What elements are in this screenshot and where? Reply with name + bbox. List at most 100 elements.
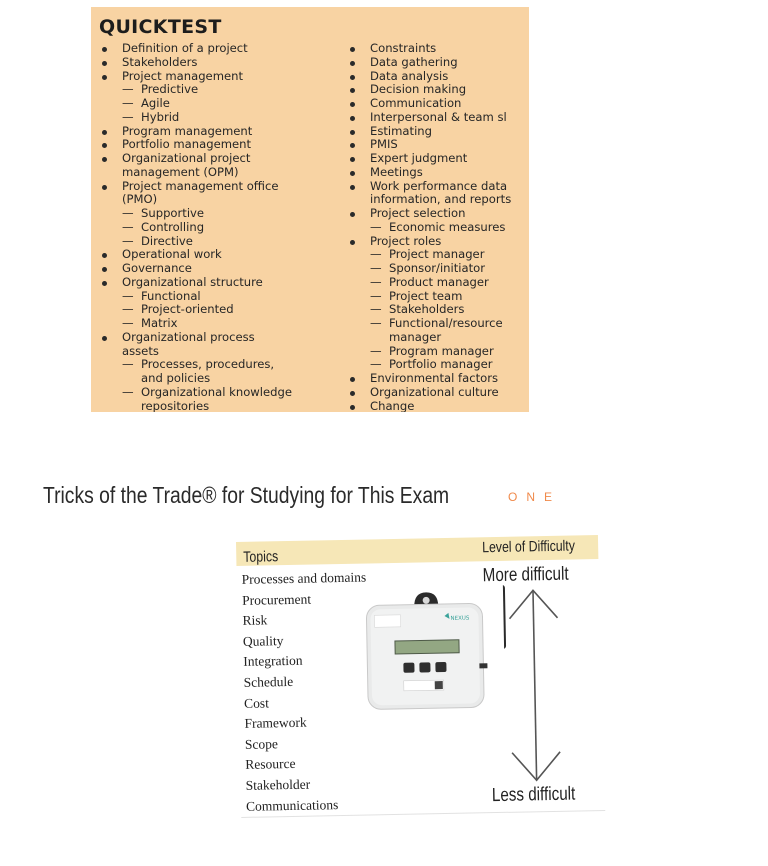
quicktest-item: —Economic measures xyxy=(347,219,529,235)
more-difficult-label: More difficult xyxy=(482,563,569,587)
device-logo: NEXUS xyxy=(444,612,470,622)
dash-marker: — xyxy=(122,316,134,330)
quicktest-item-text: Agile xyxy=(141,96,170,110)
quicktest-item: — Supportive xyxy=(99,206,339,221)
quicktest-item: Operational work xyxy=(99,247,339,262)
dash-marker: — xyxy=(370,247,382,262)
quicktest-item-text: Economic measures xyxy=(389,219,506,234)
dash-marker: — xyxy=(122,357,134,372)
quicktest-item-text: Constraints xyxy=(370,41,437,55)
dash-marker: — xyxy=(122,302,134,317)
quicktest-item-text: Processes, procedures, xyxy=(141,357,275,372)
quicktest-item-text: (PMO) xyxy=(122,192,158,207)
quicktest-item-text: Definition of a project xyxy=(122,41,248,55)
quicktest-item: Organizational process xyxy=(99,330,339,345)
topic-item: Quality xyxy=(242,632,284,649)
topic-item: Communications xyxy=(245,796,339,814)
quicktest-item-text: Hybrid xyxy=(141,109,180,124)
dash-marker: — xyxy=(122,82,134,97)
quicktest-item-text: Matrix xyxy=(141,316,178,330)
quicktest-item-text: Project selection xyxy=(370,206,466,220)
quicktest-item-text: Organizational project xyxy=(122,151,251,165)
quicktest-item: Project selection xyxy=(347,206,529,221)
quicktest-item: Project management office xyxy=(99,179,339,194)
quicktest-item-text: Supportive xyxy=(141,206,205,220)
topic-item: Stakeholder xyxy=(245,776,311,793)
svg-text:NEXUS: NEXUS xyxy=(450,616,469,622)
quicktest-item-text: Predictive xyxy=(141,82,199,97)
difficulty-arrow xyxy=(502,584,561,782)
quicktest-item-text: Project manager xyxy=(389,247,485,262)
topic-item: Schedule xyxy=(243,673,294,690)
quicktest-title: QUICKTEST xyxy=(99,16,222,38)
dash-marker: — xyxy=(370,261,382,275)
quicktest-item-text: assets xyxy=(122,343,159,358)
quicktest-item-text: repositories xyxy=(141,398,210,412)
quicktest-item-text: Estimating xyxy=(370,123,433,138)
quicktest-item-text: Meetings xyxy=(370,164,423,179)
quicktest-item: Organizational culture xyxy=(347,384,529,400)
quicktest-item-text: management (OPM) xyxy=(122,164,239,179)
chapter-label: ONE xyxy=(508,490,562,504)
quicktest-item: —Program manager xyxy=(347,344,529,359)
quicktest-item-text: Communication xyxy=(370,96,462,110)
quicktest-item: —Controlling xyxy=(99,219,339,235)
section-heading: Tricks of the Trade® for Studying for Th… xyxy=(43,482,450,508)
dash-marker: — xyxy=(122,384,134,399)
dash-marker: — xyxy=(122,206,134,220)
quicktest-item-text: Directive xyxy=(141,233,193,248)
quicktest-item: Data analysis xyxy=(347,69,529,84)
topic-item: Resource xyxy=(245,756,296,773)
quicktest-item: —Functional xyxy=(99,288,339,304)
quicktest-item-text: Operational work xyxy=(122,247,222,262)
quicktest-item-text: Expert judgment xyxy=(370,151,468,165)
quicktest-item-text: Environmental factors xyxy=(370,371,499,385)
dash-marker: — xyxy=(122,233,134,248)
quicktest-item-text: Functional xyxy=(141,288,201,303)
topic-item: Procurement xyxy=(241,591,312,608)
quicktest-item: Work performance data xyxy=(347,178,529,194)
quicktest-item: — Sponsor/initiator xyxy=(347,261,529,276)
quicktest-item: Stakeholders xyxy=(99,54,339,70)
dash-marker: — xyxy=(370,316,382,330)
quicktest-item-text: Interpersonal & team sl xyxy=(370,109,507,124)
quicktest-item-text: Project-oriented xyxy=(141,302,234,317)
quicktest-item-text: Program management xyxy=(122,123,253,138)
topic-item: Integration xyxy=(243,653,303,670)
quicktest-item: — Directive xyxy=(99,233,339,249)
quicktest-item-text: Sponsor/initiator xyxy=(389,261,486,275)
quicktest-item: repositories xyxy=(99,398,339,412)
quicktest-item: Program management xyxy=(99,123,339,139)
less-difficult-label: Less difficult xyxy=(491,783,576,807)
difficulty-column-label: Level of Difficulty xyxy=(481,537,576,557)
quicktest-item-text: Change xyxy=(370,398,415,412)
quicktest-item-text: information, and reports xyxy=(370,192,512,207)
quicktest-item: —Project team xyxy=(347,289,529,304)
dash-marker: — xyxy=(122,96,134,110)
quicktest-item-text: Product manager xyxy=(389,274,489,289)
quicktest-item-text: Stakeholders xyxy=(389,302,465,317)
quicktest-item-text: Governance xyxy=(122,261,192,275)
quicktest-item: Project management xyxy=(99,69,339,84)
topic-item: Cost xyxy=(243,694,269,711)
quicktest-item: —Hybrid xyxy=(99,109,339,125)
quicktest-item-text: Stakeholders xyxy=(122,54,198,69)
data-logger-device-image: NEXUS xyxy=(365,592,488,710)
quicktest-item: information, and reports xyxy=(347,192,529,207)
quicktest-item-text: Organizational knowledge xyxy=(141,384,292,399)
quicktest-item-text: Organizational culture xyxy=(370,384,499,399)
dash-marker: — xyxy=(370,274,382,289)
quicktest-item: — Organizational knowledge xyxy=(99,384,339,400)
dash-marker: — xyxy=(122,219,134,234)
topic-item: Processes and domains xyxy=(241,569,367,587)
quicktest-item: management (OPM) xyxy=(99,164,339,180)
quicktest-item: assets xyxy=(99,343,339,359)
quicktest-item: Environmental factors xyxy=(347,371,529,386)
quicktest-item: — Project-oriented xyxy=(99,302,339,317)
quicktest-item-text: Work performance data xyxy=(370,178,508,193)
quicktest-item: — Agile xyxy=(99,96,339,111)
quicktest-item: manager xyxy=(347,330,529,345)
quicktest-item: —Stakeholders xyxy=(347,302,529,317)
